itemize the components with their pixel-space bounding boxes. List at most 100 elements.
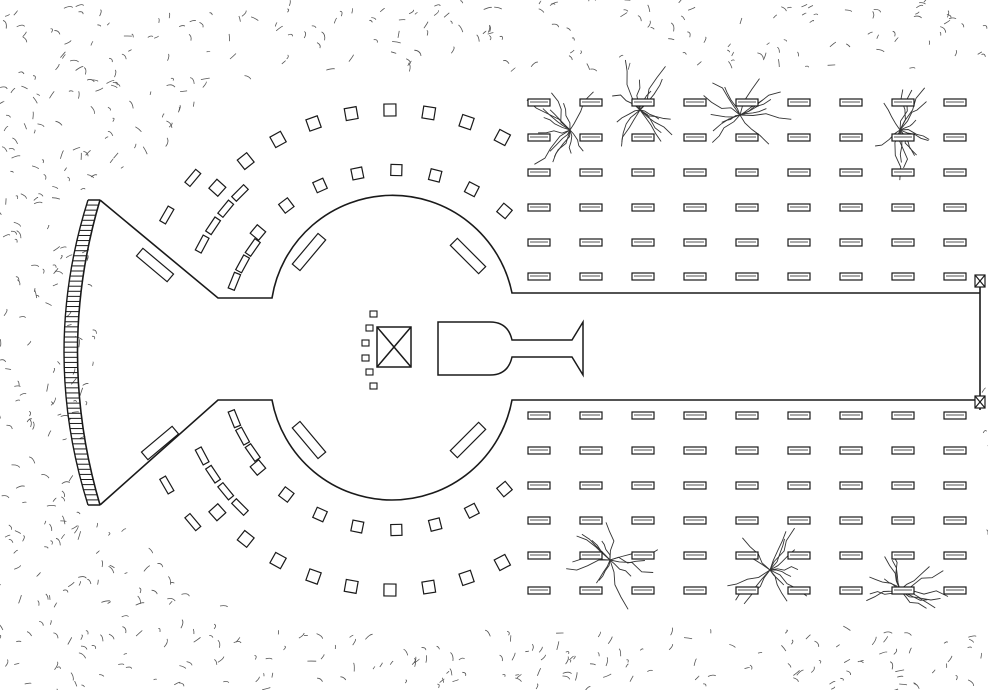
foliage-stroke bbox=[14, 565, 21, 570]
foliage-stroke bbox=[897, 675, 904, 678]
bench bbox=[943, 168, 967, 177]
foliage-stroke bbox=[670, 627, 673, 636]
foliage-stroke bbox=[138, 587, 142, 594]
tree-branch bbox=[551, 92, 571, 131]
tree-branch bbox=[621, 109, 641, 142]
foliage-stroke bbox=[625, 663, 629, 668]
foliage-stroke bbox=[372, 666, 376, 670]
bench bbox=[943, 203, 967, 212]
foliage-stroke bbox=[157, 563, 164, 568]
bench bbox=[579, 168, 603, 177]
bench-seat bbox=[735, 203, 759, 212]
foliage-stroke bbox=[16, 640, 22, 643]
foliage-stroke bbox=[728, 61, 733, 69]
foliage-stroke bbox=[100, 634, 104, 642]
foliage-stroke bbox=[33, 201, 43, 205]
foliage-stroke bbox=[170, 77, 174, 81]
foliage-stroke bbox=[193, 636, 201, 643]
foliage-stroke bbox=[60, 254, 63, 260]
foliage-stroke bbox=[274, 22, 278, 27]
bench bbox=[943, 272, 967, 281]
narrow-chair bbox=[158, 475, 175, 495]
bench-seat bbox=[787, 551, 811, 560]
foliage-stroke bbox=[390, 51, 397, 54]
foliage-stroke bbox=[241, 10, 247, 17]
stage-seat bbox=[365, 324, 374, 332]
foliage-stroke bbox=[24, 682, 32, 685]
foliage-stroke bbox=[52, 367, 56, 373]
bench bbox=[891, 481, 915, 490]
foliage-stroke bbox=[214, 659, 218, 665]
bench-seat bbox=[839, 586, 863, 595]
foliage-stroke bbox=[179, 665, 187, 669]
foliage-stroke bbox=[96, 522, 98, 528]
foliage-stroke bbox=[458, 657, 465, 661]
foliage-stroke bbox=[131, 33, 134, 38]
foliage-stroke bbox=[19, 316, 26, 318]
foliage-stroke bbox=[408, 9, 415, 15]
foliage-stroke bbox=[946, 14, 952, 18]
tree-branch bbox=[543, 117, 571, 131]
foliage-stroke bbox=[618, 54, 624, 58]
foliage-stroke bbox=[77, 531, 81, 540]
tree-branch bbox=[566, 559, 611, 571]
bench-seat bbox=[943, 586, 967, 595]
foliage-stroke bbox=[624, 0, 631, 1]
foliage-stroke bbox=[11, 464, 21, 468]
foliage-stroke bbox=[135, 630, 143, 637]
foliage-stroke bbox=[373, 39, 378, 43]
chair bbox=[350, 519, 365, 534]
bench bbox=[735, 133, 759, 142]
tree-branch bbox=[724, 86, 741, 116]
foliage-stroke bbox=[940, 26, 947, 33]
bench-seat bbox=[787, 272, 811, 281]
foliage-stroke bbox=[939, 31, 942, 36]
foliage-stroke bbox=[573, 655, 576, 660]
bench-seat bbox=[579, 168, 603, 177]
bench-seat bbox=[839, 133, 863, 142]
chair bbox=[208, 502, 227, 522]
bench bbox=[631, 168, 655, 177]
foliage-stroke bbox=[379, 662, 383, 668]
bench-seat bbox=[683, 238, 707, 247]
foliage-stroke bbox=[0, 100, 5, 104]
tree-branch bbox=[609, 559, 632, 577]
foliage-stroke bbox=[50, 401, 53, 406]
foliage-stroke bbox=[668, 38, 675, 41]
foliage-stroke bbox=[49, 595, 51, 600]
foliage-stroke bbox=[538, 646, 543, 653]
foliage-stroke bbox=[178, 25, 186, 28]
foliage-stroke bbox=[530, 61, 538, 68]
foliage-stroke bbox=[693, 658, 697, 666]
tree-branch bbox=[899, 566, 930, 591]
bench bbox=[735, 551, 759, 560]
long-bench bbox=[449, 421, 487, 459]
foliage-stroke bbox=[739, 17, 743, 25]
foliage-stroke bbox=[199, 22, 204, 28]
foliage-stroke bbox=[10, 87, 16, 94]
foliage-stroke bbox=[99, 9, 102, 17]
foliage-stroke bbox=[450, 20, 453, 24]
foliage-stroke bbox=[47, 430, 52, 437]
bench-seat bbox=[839, 446, 863, 455]
tree-branch bbox=[569, 129, 584, 152]
chair bbox=[427, 167, 443, 183]
foliage-stroke bbox=[129, 100, 134, 109]
foliage-stroke bbox=[462, 671, 467, 676]
bench-seat bbox=[787, 168, 811, 177]
tree-branch bbox=[743, 569, 771, 605]
stage-seat bbox=[369, 382, 378, 390]
tree-branch bbox=[598, 559, 611, 581]
foliage-stroke bbox=[181, 593, 190, 597]
foliage-stroke bbox=[2, 234, 11, 238]
foliage-stroke bbox=[647, 20, 651, 28]
foliage-stroke bbox=[421, 647, 427, 651]
foliage-stroke bbox=[627, 62, 631, 70]
altar-block bbox=[376, 326, 412, 368]
foliage-stroke bbox=[913, 683, 920, 689]
chair bbox=[249, 223, 267, 242]
foliage-stroke bbox=[5, 368, 12, 371]
foliage-stroke bbox=[217, 656, 225, 663]
bench-seat bbox=[527, 411, 551, 420]
bench-seat bbox=[683, 551, 707, 560]
